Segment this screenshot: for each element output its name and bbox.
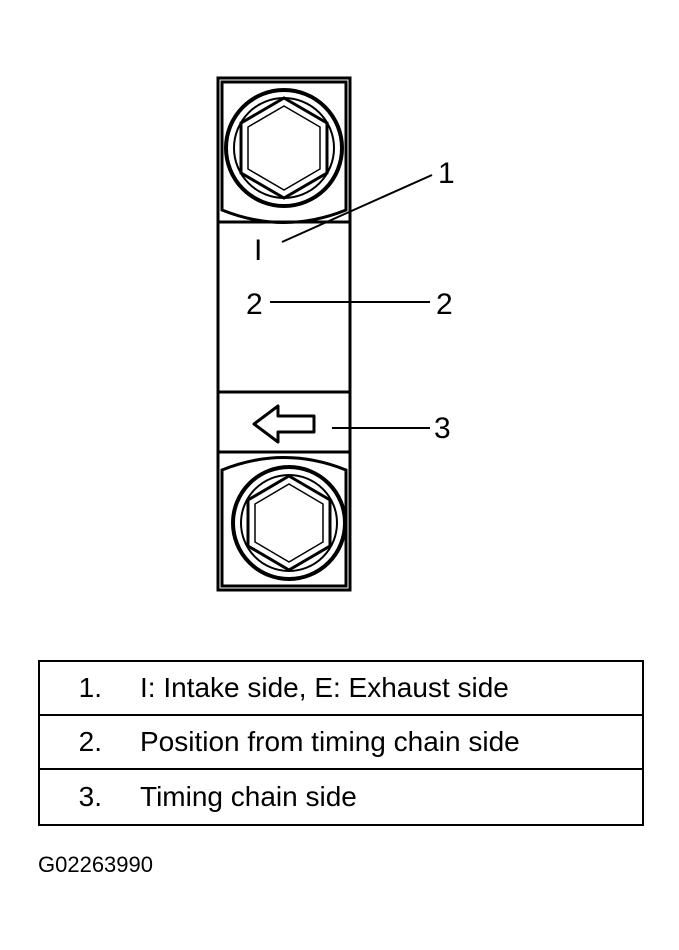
camshaft-cap-diagram: I 2 1 2 3 [216, 76, 455, 592]
legend-number: 3. [78, 781, 102, 812]
legend-row: 2. Position from timing chain side [40, 716, 642, 770]
figure-code: G02263990 [38, 852, 153, 877]
callout-3: 3 [434, 412, 451, 445]
legend-number: 2. [78, 726, 102, 757]
callout-2: 2 [436, 288, 453, 321]
hex-bolt-icon [220, 80, 348, 224]
callout-1: 1 [438, 157, 455, 190]
hex-bolt-icon [220, 456, 348, 588]
legend-row: 3. Timing chain side [40, 770, 642, 824]
leader-line-1 [281, 174, 433, 243]
legend-row: 1. I: Intake side, E: Exhaust side [40, 662, 642, 716]
intake-mark: I [254, 234, 262, 267]
legend-text: Timing chain side [140, 781, 357, 812]
position-mark: 2 [246, 288, 263, 321]
legend-number: 1. [78, 672, 102, 703]
arrow-left-icon [252, 404, 316, 444]
legend-table: 1. I: Intake side, E: Exhaust side 2. Po… [38, 660, 644, 826]
legend-text: Position from timing chain side [140, 726, 520, 757]
legend-text: I: Intake side, E: Exhaust side [140, 672, 509, 703]
